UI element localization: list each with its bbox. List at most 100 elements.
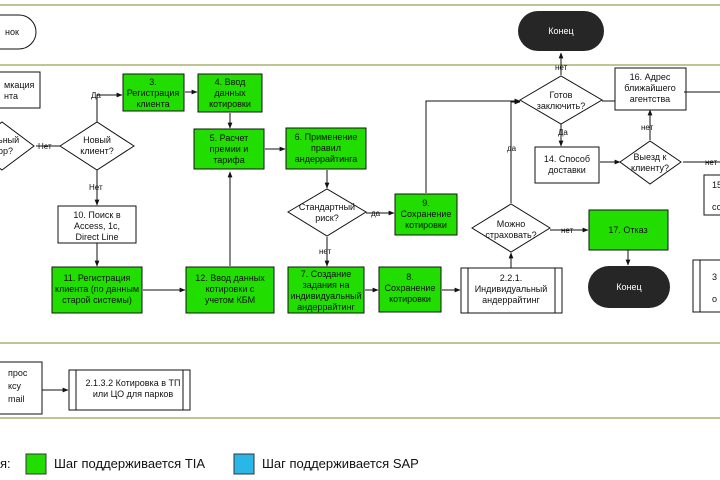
svg-text:Сохранение: Сохранение bbox=[401, 209, 452, 219]
svg-text:правил: правил bbox=[311, 143, 341, 153]
svg-text:прос: прос bbox=[8, 368, 28, 378]
start-terminal: нок bbox=[0, 14, 37, 50]
svg-text:со: со bbox=[712, 202, 720, 212]
decision-can-insure: Можно страховать? bbox=[471, 203, 551, 253]
svg-text:котировки с: котировки с bbox=[206, 284, 255, 294]
svg-text:риск?: риск? bbox=[315, 213, 338, 223]
svg-text:ор?: ор? bbox=[0, 146, 13, 156]
decision-ready-to-sign: Готов заключить? bbox=[519, 75, 603, 125]
svg-text:нет: нет bbox=[641, 123, 654, 132]
svg-text:данных: данных bbox=[214, 88, 246, 98]
edge-9-to-ready bbox=[425, 98, 521, 193]
svg-text:учетом КБМ: учетом КБМ bbox=[205, 295, 255, 305]
svg-text:ближайшего: ближайшего bbox=[624, 83, 675, 93]
svg-text:Новый: Новый bbox=[83, 135, 111, 145]
svg-text:Можно: Можно bbox=[497, 219, 526, 229]
svg-text:да: да bbox=[507, 144, 517, 153]
svg-text:премии и: премии и bbox=[210, 144, 249, 154]
svg-text:старой системы): старой системы) bbox=[62, 295, 132, 305]
subprocess-2-2-1: 2.2.1. Индивидуальный андеррайтинг bbox=[460, 267, 563, 314]
step-17-refusal: 17. Отказ bbox=[588, 209, 669, 251]
step-request-email: прос ксу mail bbox=[0, 361, 43, 415]
step-11-registration-old: 11. Регистрация клиента (по данным старо… bbox=[51, 266, 143, 314]
subprocess-right-cut: 3 о bbox=[692, 259, 720, 313]
svg-text:задания на: задания на bbox=[303, 280, 350, 290]
svg-text:нет: нет bbox=[319, 247, 332, 256]
step-4-quote-input: 4. Ввод данных котировки bbox=[197, 73, 263, 113]
decision-left-cut: ьный ор? bbox=[0, 121, 35, 171]
svg-text:16. Адрес: 16. Адрес bbox=[630, 72, 671, 82]
svg-text:Конец: Конец bbox=[548, 26, 573, 36]
svg-text:8.: 8. bbox=[406, 272, 414, 282]
svg-text:о: о bbox=[712, 294, 717, 304]
svg-text:14. Способ: 14. Способ bbox=[544, 154, 590, 164]
svg-text:котировки: котировки bbox=[405, 220, 447, 230]
svg-text:страховать?: страховать? bbox=[485, 230, 536, 240]
svg-text:мкация: мкация bbox=[4, 80, 35, 90]
edge-labels: Нет Да Нет да нет да нет нет Да нет нет bbox=[38, 63, 718, 256]
svg-text:3.: 3. bbox=[149, 77, 157, 87]
svg-text:Регистрация: Регистрация bbox=[127, 88, 180, 98]
svg-text:9.: 9. bbox=[422, 198, 430, 208]
step-14-delivery: 14. Способ доставки bbox=[534, 146, 600, 184]
svg-text:да: да bbox=[371, 209, 381, 218]
subprocess-2-1-3-2: 2.1.3.2 Котировка в ТП или ЦО для парков bbox=[68, 369, 191, 411]
svg-text:Шаг поддерживается TIA: Шаг поддерживается TIA bbox=[54, 456, 205, 471]
svg-text:клиенту?: клиенту? bbox=[631, 163, 669, 173]
step-5-premium-calc: 5. Расчет премии и тарифа bbox=[193, 128, 265, 170]
decision-new-client: Новый клиент? bbox=[59, 121, 135, 171]
legend-swatch-tia bbox=[25, 453, 47, 475]
step-10-search: 10. Поиск в Access, 1c, Direct Line bbox=[57, 205, 137, 244]
svg-text:клиент?: клиент? bbox=[80, 146, 113, 156]
svg-text:3: 3 bbox=[712, 272, 717, 282]
step-3-client-registration: 3. Регистрация клиента bbox=[122, 73, 185, 112]
lane-borders bbox=[0, 4, 720, 419]
svg-text:Нет: Нет bbox=[89, 183, 103, 192]
decision-standard-risk: Стандартный риск? bbox=[287, 188, 367, 237]
svg-text:4. Ввод: 4. Ввод bbox=[215, 77, 246, 87]
step-16-agency-address: 16. Адрес ближайшего агентства bbox=[614, 67, 687, 111]
svg-text:7. Создание: 7. Создание bbox=[301, 269, 352, 279]
svg-text:я:: я: bbox=[0, 456, 11, 471]
svg-text:Direct Line: Direct Line bbox=[75, 232, 118, 242]
svg-text:доставки: доставки bbox=[548, 165, 586, 175]
svg-text:mail: mail bbox=[8, 394, 25, 404]
svg-text:нта: нта bbox=[4, 91, 18, 101]
step-client-identification: мкация нта bbox=[0, 71, 41, 109]
svg-text:ксу: ксу bbox=[8, 381, 22, 391]
svg-text:Да: Да bbox=[91, 91, 101, 100]
svg-text:Сохранение: Сохранение bbox=[385, 283, 436, 293]
svg-text:Конец: Конец bbox=[616, 282, 641, 292]
svg-text:котировки: котировки bbox=[389, 294, 431, 304]
end-terminal-top: Конец bbox=[518, 11, 604, 51]
svg-text:2.2.1.: 2.2.1. bbox=[500, 273, 523, 283]
svg-text:заключить?: заключить? bbox=[537, 101, 586, 111]
svg-text:12. Ввод данных: 12. Ввод данных bbox=[195, 273, 265, 283]
svg-text:Готов: Готов bbox=[550, 90, 573, 100]
svg-text:нет: нет bbox=[555, 63, 568, 72]
svg-text:5. Расчет: 5. Расчет bbox=[210, 133, 249, 143]
svg-text:6. Применение: 6. Применение bbox=[295, 132, 358, 142]
svg-text:андеррайтинг: андеррайтинг bbox=[297, 302, 355, 312]
step-8-save-quote: 8. Сохранение котировки bbox=[378, 266, 442, 313]
edge-caninsure-yes bbox=[510, 99, 521, 203]
svg-text:ьный: ьный bbox=[0, 135, 19, 145]
svg-text:Индивидуальный: Индивидуальный bbox=[475, 284, 548, 294]
svg-text:нет: нет bbox=[705, 158, 718, 167]
svg-text:нок: нок bbox=[5, 27, 19, 37]
svg-text:11. Регистрация: 11. Регистрация bbox=[64, 273, 131, 283]
svg-text:или ЦО для парков: или ЦО для парков bbox=[93, 389, 174, 399]
svg-text:индивидуальный: индивидуальный bbox=[290, 291, 361, 301]
svg-text:Шаг поддерживается SAP: Шаг поддерживается SAP bbox=[262, 456, 419, 471]
step-9-save-quote: 9. Сохранение котировки bbox=[394, 193, 458, 236]
svg-text:клиента (по данным: клиента (по данным bbox=[55, 284, 139, 294]
legend-swatch-sap bbox=[233, 453, 255, 475]
svg-text:андеррайтинг: андеррайтинг bbox=[482, 295, 540, 305]
svg-text:нет: нет bbox=[561, 226, 574, 235]
svg-text:Нет: Нет bbox=[38, 142, 52, 151]
svg-text:15: 15 bbox=[712, 180, 720, 190]
legend: я: Шаг поддерживается TIA Шаг поддержива… bbox=[0, 453, 419, 475]
svg-text:Выезд к: Выезд к bbox=[634, 152, 667, 162]
svg-text:клиента: клиента bbox=[136, 99, 169, 109]
